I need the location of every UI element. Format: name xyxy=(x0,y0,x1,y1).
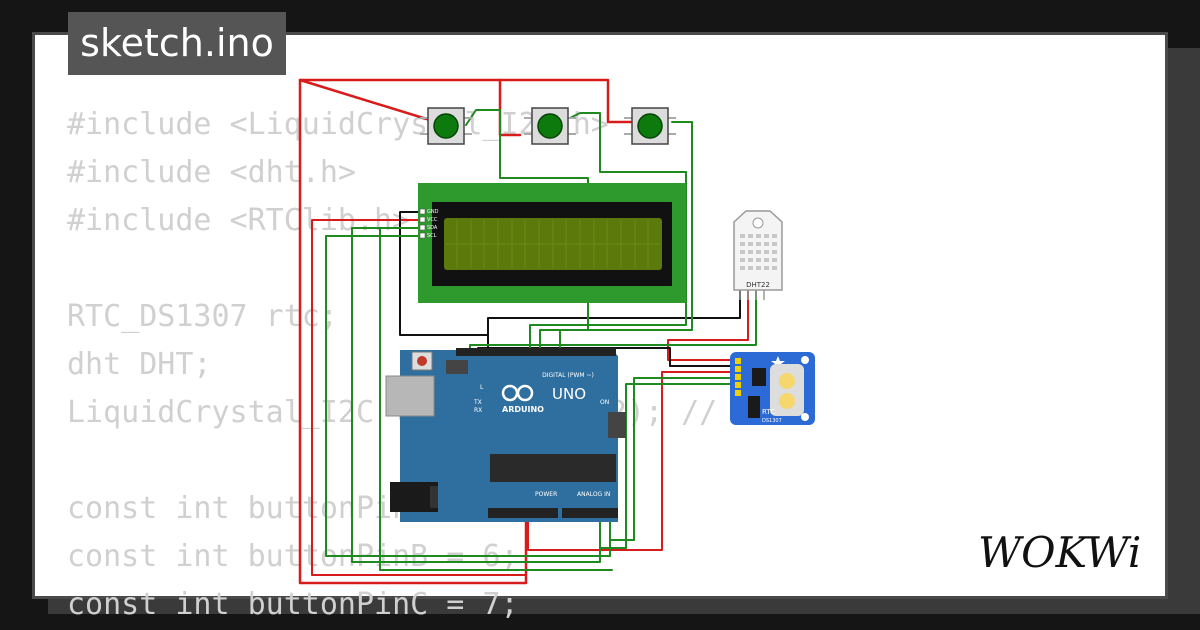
dht22-sensor[interactable]: DHT22 xyxy=(733,210,783,300)
led-rx-label: RX xyxy=(474,407,482,414)
wires xyxy=(298,78,757,585)
lcd-pin-sda: SDA xyxy=(427,225,438,231)
wire-green-button-c[interactable] xyxy=(559,121,693,353)
wire-green-aux[interactable] xyxy=(379,227,613,571)
wire-red-rtc-vcc[interactable] xyxy=(527,371,736,551)
usb-port xyxy=(385,375,435,417)
wire-green-button-a[interactable] xyxy=(465,109,589,353)
lcd-pin-gnd: GND xyxy=(427,209,439,215)
code-line: const int buttonPinB = 6; xyxy=(67,539,519,574)
led-l-label: L xyxy=(480,384,484,391)
wire-red-button-vcc[interactable] xyxy=(298,78,642,124)
dht22-vent-grille xyxy=(740,234,777,270)
wire-green-rtc-scl[interactable] xyxy=(599,383,736,549)
rtc-chip-label: DS1307 xyxy=(762,418,782,424)
wire-red-power-loop[interactable] xyxy=(298,78,528,585)
wire-green-rtc-sda[interactable] xyxy=(609,377,736,541)
lcd-character-grid xyxy=(446,220,660,268)
pushbutton-a[interactable] xyxy=(420,107,472,145)
analog-in-label: ANALOG IN xyxy=(577,491,610,498)
arduino-uno-board[interactable]: DIGITAL (PWM ~) UNO ARDUINO L TX RX ON P… xyxy=(385,348,626,522)
lcd-pin-vcc: VCC xyxy=(427,217,438,223)
wire-red-button-b[interactable] xyxy=(498,78,522,137)
arduino-logo-icon xyxy=(501,384,534,402)
wokwi-logo: WOKWi xyxy=(978,528,1141,577)
wire-green-button-b[interactable] xyxy=(529,112,687,353)
digital-pwm-label: DIGITAL (PWM ~) xyxy=(542,372,594,379)
code-line: dht DHT; xyxy=(67,347,212,382)
board-model-label: UNO xyxy=(552,385,586,403)
led-on-label: ON xyxy=(600,399,609,406)
atmega-chip xyxy=(490,454,616,482)
power-header-label: POWER xyxy=(535,491,557,498)
wire-black-dht-gnd[interactable] xyxy=(487,289,741,353)
dht22-label: DHT22 xyxy=(746,281,770,289)
pushbutton-c[interactable] xyxy=(624,107,676,145)
file-title-tab: sketch.ino xyxy=(68,12,286,75)
code-line: const int buttonPinC = 7; xyxy=(67,587,519,622)
pushbutton-b[interactable] xyxy=(524,107,576,145)
lcd-i2c-display[interactable]: GND VCC SDA SCL xyxy=(418,183,686,303)
wire-red-dht-vcc[interactable] xyxy=(667,289,749,361)
wire-green-lcd-scl[interactable] xyxy=(325,235,611,557)
rtc-ds1307-module[interactable]: RTC DS1307 xyxy=(730,352,815,425)
arduino-logo-text: ARDUINO xyxy=(502,405,544,414)
wire-green-lcd-sda[interactable] xyxy=(351,227,601,563)
digital-header xyxy=(456,348,616,356)
wire-red-lcd-vcc[interactable] xyxy=(311,219,527,576)
lcd-pin-scl: SCL xyxy=(427,233,437,239)
rtc-label: RTC xyxy=(762,408,775,416)
code-line: #include <dht.h> xyxy=(67,155,356,190)
led-tx-label: TX xyxy=(473,399,482,406)
